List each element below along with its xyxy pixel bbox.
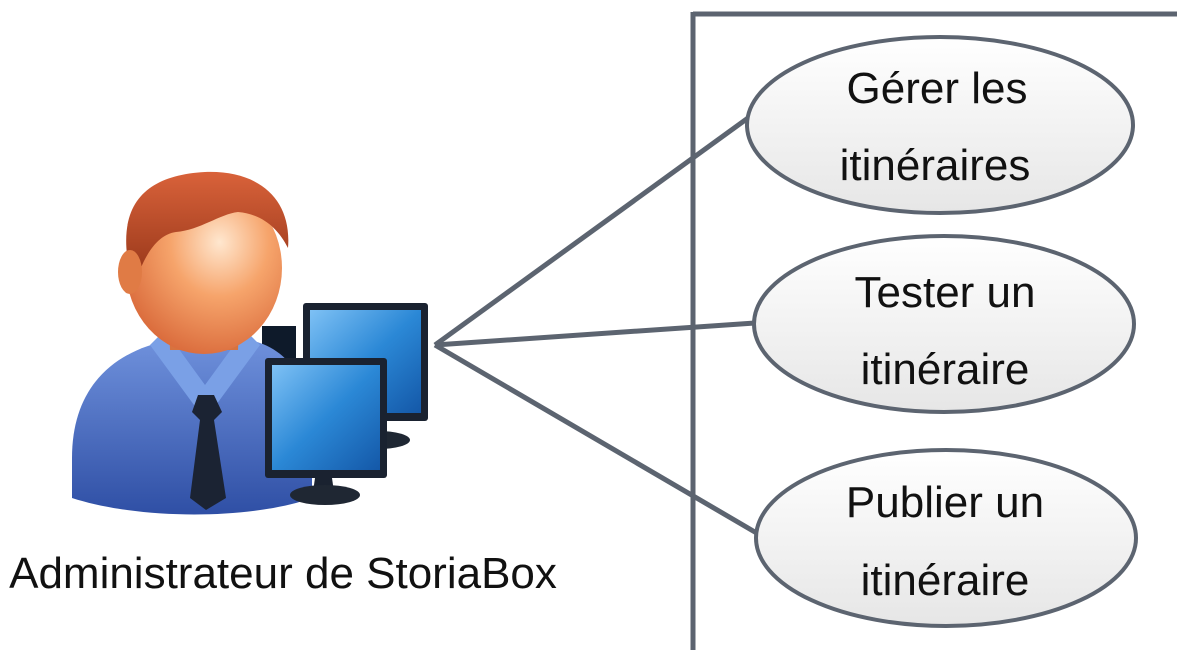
use-case-1[interactable]: Gérer les itinéraires bbox=[745, 35, 1135, 215]
use-case-1-line1: Gérer les bbox=[847, 64, 1028, 113]
use-case-2[interactable]: Tester un itinéraire bbox=[752, 234, 1136, 414]
use-case-3-line2: itinéraire bbox=[861, 556, 1030, 605]
actor-label: Administrateur de StoriaBox bbox=[9, 549, 557, 598]
association-line-2 bbox=[434, 320, 756, 348]
use-case-2-line2: itinéraire bbox=[861, 345, 1030, 394]
use-case-2-line1: Tester un bbox=[855, 268, 1036, 317]
person-body bbox=[72, 330, 312, 515]
use-case-3-line1: Publier un bbox=[846, 478, 1044, 527]
system-boundary bbox=[690, 11, 1177, 650]
administrator-with-computers-icon bbox=[72, 171, 428, 515]
use-case-1-line2: itinéraires bbox=[840, 141, 1031, 190]
person-head bbox=[118, 171, 289, 354]
use-case-3[interactable]: Publier un itinéraire bbox=[754, 448, 1138, 628]
monitor-front-icon bbox=[265, 358, 387, 505]
association-line-3 bbox=[433, 342, 762, 538]
association-line-1 bbox=[433, 115, 750, 348]
associations bbox=[433, 115, 762, 538]
